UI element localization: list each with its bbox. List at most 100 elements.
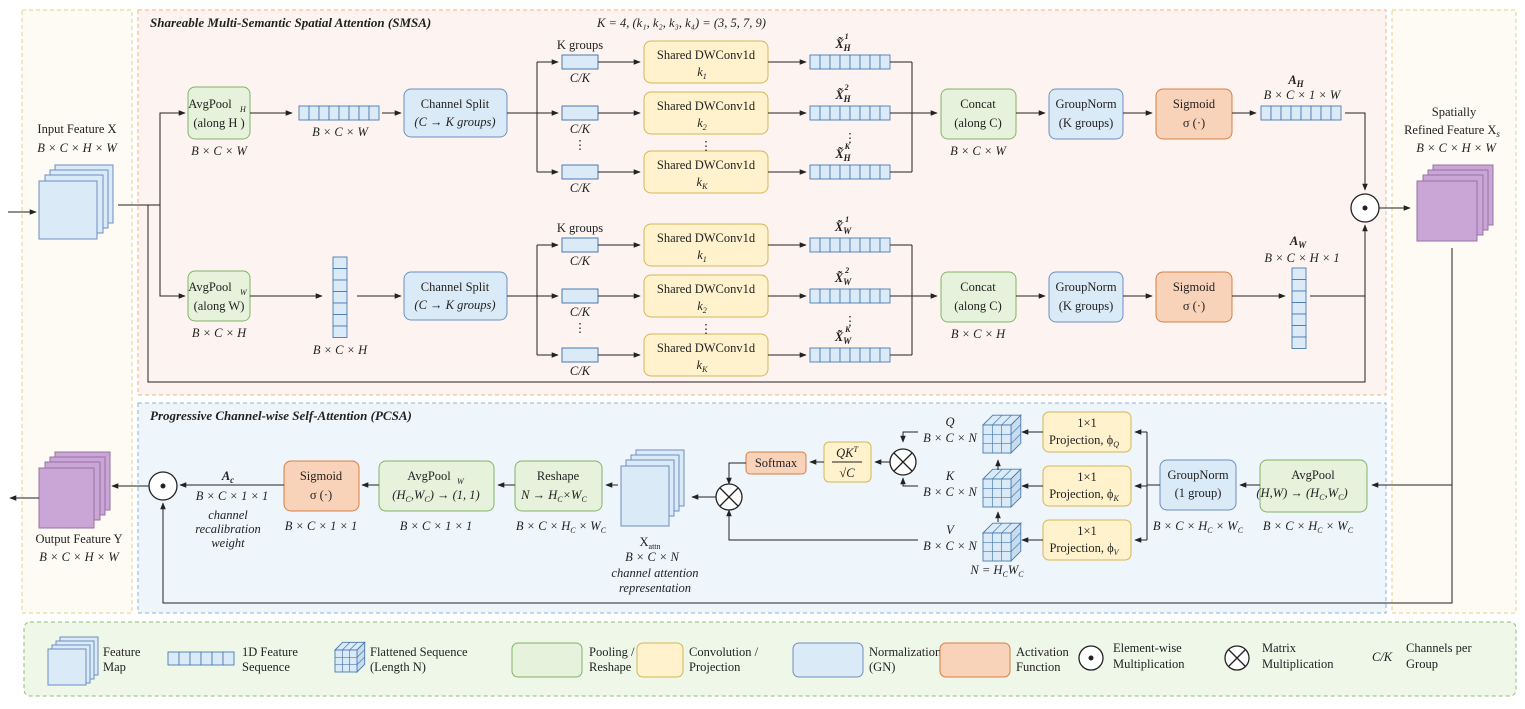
a-h-label: AH [1287,73,1304,89]
pcsa-avgpool-dim: B × C × HC × WC [1263,519,1354,535]
dots: ⋮ [844,131,857,145]
group-chunk [561,54,599,70]
seq-w-dim: B × C × H [313,343,368,357]
output-dim: B × C × H × W [39,550,120,564]
qkv-dim: B × C × N [923,431,977,445]
x-tilde-seq [809,164,891,180]
input-label: Input Feature X [37,122,116,136]
ac-dim: B × C × 1 × 1 [196,489,269,503]
svg-text:(C → K groups): (C → K groups) [414,115,495,129]
svg-text:Softmax: Softmax [755,456,798,470]
ac-label: Ac [221,469,234,485]
sigmoid-top: Sigmoid σ (·) [1155,88,1233,140]
kernel-label: k2 [697,116,707,132]
group-chunk [561,105,599,121]
avgpool-h-box: AvgPool H (along H ) [187,86,251,140]
kernel-label: kK [697,358,709,374]
legend-ck-2: Group [1406,657,1438,671]
svg-text:(H,W) → (HC,WC): (H,W) → (HC,WC) [1256,486,1347,502]
a-h-dim: B × C × 1 × W [1264,88,1342,102]
ac-l3: channel [208,508,248,522]
channel-split-bottom: Channel Split (C → K groups) [403,271,508,321]
legend-matrix-2: Multiplication [1262,657,1334,671]
x-tilde-label: X̃W1 [834,215,852,236]
x-tilde-seq [809,288,891,304]
legend-flattened-icon [333,641,366,674]
seq-h [298,105,380,121]
legend-pooling-icon [511,642,583,678]
sigmoid-bottom: Sigmoid σ (·) [1155,271,1233,323]
dots: ⋮ [574,321,587,335]
svg-text:Sigmoid: Sigmoid [300,469,343,483]
x-tilde-seq [809,105,891,121]
svg-text:GroupNorm: GroupNorm [1167,468,1228,482]
k-groups-top: K groups [557,38,603,52]
avgpool-w-dim: B × C × H [192,326,247,340]
svg-text:AvgPool: AvgPool [407,469,451,483]
a-w-dim: B × C × H × 1 [1264,251,1339,265]
ck-label: C/K [570,181,591,195]
groupnorm-top: GroupNorm (K groups) [1048,88,1124,140]
ck-label: C/K [570,364,591,378]
dots: ⋮ [700,139,713,153]
ck-label: C/K [570,71,591,85]
svg-text:(along C): (along C) [954,299,1002,313]
svg-text:Reshape: Reshape [537,469,580,483]
legend-elementwise-2: Multiplication [1113,657,1185,671]
legend-norm-icon [792,642,864,678]
groupnorm-bottom: GroupNorm (K groups) [1048,271,1124,323]
x-tilde-seq [809,237,891,253]
legend-conv-2: Projection [689,660,741,674]
projection-label: 1×1 [1077,524,1097,538]
softmax-box: Softmax [745,451,807,475]
legend-ck-1: Channels per [1406,641,1472,655]
svg-text:QKT: QKT [836,445,858,460]
output-label: Output Feature Y [35,532,122,546]
refined-dim: B × C × H × W [1416,141,1497,155]
legend-1d-seq-1: 1D Feature [242,645,298,659]
legend-1d-seq-2: Sequence [242,660,290,674]
concat-top-dim: B × C × W [950,144,1007,158]
svg-text:√C: √C [839,466,855,480]
svg-text:Sigmoid: Sigmoid [1173,280,1216,294]
legend-conv-1: Convolution / [689,645,759,659]
dots: ⋮ [844,314,857,328]
avgpool-h-dim: B × C × W [191,144,248,158]
legend-cube [333,641,366,674]
legend-feature-map-1: Feature [103,645,141,659]
x-tilde-label: X̃H2 [834,83,851,104]
a-h-sequence [1260,105,1342,121]
legend-norm-1: Normalization [869,645,942,659]
elementwise-mult-smsa [1350,193,1380,223]
qkv-letter: V [946,523,955,537]
pcsa-groupnorm-dim: B × C × HC × WC [1153,519,1244,535]
ck-label: C/K [570,122,591,136]
concat-bottom-dim: B × C × H [951,327,1006,341]
x-tilde-label: X̃HK [834,142,851,163]
svg-text:Concat: Concat [960,280,996,294]
ac-l5: weight [211,536,245,550]
concat-top: Concat (along C) [940,88,1017,140]
a-w-sequence [1291,267,1307,349]
projection-phi: Projection, ϕV [1049,541,1119,557]
seq-w-cells [332,256,348,338]
sigmoid-pcsa: Sigmoid σ (·) [283,460,360,512]
channel-split-top: Channel Split (C → K groups) [403,88,508,138]
avgpool-w-pcsa: AvgPool W (HC,WC) → (1, 1) [378,460,495,512]
group-chunk [561,288,599,304]
legend-feature-map-2: Map [103,660,126,674]
legend-pooling-1: Pooling / [589,645,635,659]
concat-bottom: Concat (along C) [940,271,1017,323]
x-tilde-label: X̃W2 [834,266,852,287]
ac-l4: recalibration [195,522,261,536]
qkv-dim: B × C × N [923,485,977,499]
n-eq: N = HCWC [969,563,1024,579]
x-tilde-label: X̃WK [834,325,852,346]
shared-dwconv-label: Shared DWConv1d [657,282,756,296]
legend-act-2: Function [1016,660,1061,674]
flattened-cube [981,522,1022,563]
seq-h-dim: B × C × W [312,125,369,139]
xattn-dim: B × C × N [625,550,679,564]
reshape-box: Reshape N → HC×WC [514,460,603,512]
kernel-label: kK [697,175,709,191]
